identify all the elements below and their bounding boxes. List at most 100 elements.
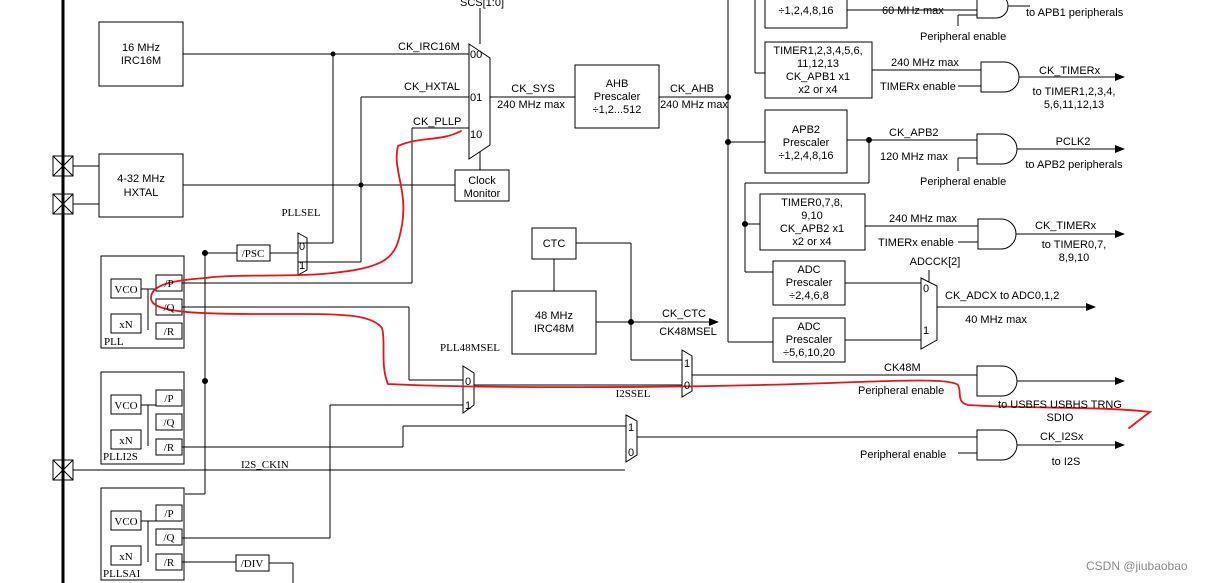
ck-ahb-max: 240 MHz max: [660, 99, 728, 111]
pll-p: /P: [164, 278, 173, 290]
clock-monitor-label-1: Clock: [468, 175, 496, 187]
psc-label: /PSC: [242, 248, 265, 260]
scs-in-00: 00: [470, 49, 482, 61]
pllsai-xn: xN: [119, 551, 133, 563]
apb1-prescaler-tail: ÷1,2,4,8,16: [779, 5, 834, 17]
adc2-label-2: Prescaler: [786, 334, 833, 346]
ctc-label: CTC: [543, 238, 566, 250]
usb-out-2: SDIO: [1047, 412, 1074, 424]
plli2s-q: /Q: [164, 417, 175, 429]
irc16m-label-2: IRC16M: [121, 55, 161, 67]
pllsel-in-1: 1: [299, 260, 305, 272]
irc16m-label-1: 16 MHz: [122, 42, 160, 54]
ck48msel-mux: [681, 349, 693, 398]
adcck-mux: [920, 277, 938, 350]
periph-enable-ck48m: Peripheral enable: [858, 385, 944, 397]
timerx-enable-2: TIMERx enable: [878, 237, 954, 249]
ck-i2sx: CK_I2Sx: [1040, 431, 1084, 443]
and-gate-i2s: [976, 429, 1018, 461]
timer-list-2a: to TIMER0,7,: [1042, 239, 1107, 251]
pllsai-vco: VCO: [114, 516, 137, 528]
pll-xn: xN: [119, 319, 133, 331]
adcck-label: ADCCK[2]: [910, 256, 961, 268]
watermark: CSDN @jiubaobao: [1086, 559, 1188, 573]
handwritten-annotation: [150, 130, 1153, 429]
i2s-out: to I2S: [1052, 456, 1081, 468]
ck48msel-in-0: 0: [684, 380, 690, 392]
adc-max: 40 MHz max: [965, 314, 1027, 326]
i2ssel-label: I2SSEL: [616, 388, 651, 400]
timerx-enable-1: TIMERx enable: [880, 81, 956, 93]
pclk2-label: PCLK2: [1056, 136, 1091, 148]
timer-apb2-block: [759, 193, 866, 251]
pll-block: [100, 255, 185, 349]
ck-sys-label: CK_SYS: [511, 83, 554, 95]
irc48m-label-1: 48 MHz: [535, 310, 573, 322]
ahb-label-2: Prescaler: [594, 91, 641, 103]
adcck-in-1: 1: [923, 325, 929, 337]
apb2-label-3: ÷1,2,4,8,16: [779, 150, 834, 162]
irc48m-label-2: IRC48M: [534, 323, 574, 335]
hxtal-label-1: 4-32 MHz: [117, 173, 165, 185]
timer-apb2-label-1: TIMER0,7,8,: [781, 197, 843, 209]
pllsai-r: /R: [164, 557, 175, 569]
pll48msel-mux: [462, 365, 475, 414]
ck48msel-in-1: 1: [684, 358, 690, 370]
pll-name: PLL: [104, 336, 124, 348]
ck-pllp-label: CK_PLLP: [413, 116, 461, 128]
clock-monitor-block: [454, 169, 510, 202]
pllsai-block: [100, 487, 185, 581]
apb2-max: 120 MHz max: [880, 151, 948, 163]
pll-r: /R: [164, 326, 175, 338]
ck-ahb-label: CK_AHB: [670, 83, 714, 95]
periph-enable-apb2: Peripheral enable: [920, 176, 1006, 188]
timer2-max: 240 MHz max: [889, 213, 957, 225]
adc2-label-3: ÷5,6,10,20: [783, 347, 835, 359]
plli2s-block: [100, 371, 185, 465]
apb2-label-2: Prescaler: [783, 137, 830, 149]
ck-adcx-label: CK_ADCX to ADC0,1,2: [945, 290, 1059, 302]
apb1-out-label: to APB1 peripherals: [1026, 7, 1124, 19]
timer-list-2b: 8,9,10: [1059, 252, 1090, 264]
pllsel-label: PLLSEL: [281, 207, 320, 219]
ck-timerx-2: CK_TIMERx: [1035, 220, 1097, 232]
pllsai-name: PLLSAI: [103, 568, 141, 580]
adc1-label-2: Prescaler: [786, 277, 833, 289]
pll-q: /Q: [164, 302, 175, 314]
timer-apb2-label-2: 9,10: [801, 210, 822, 222]
i2s-ckin-label: I2S_CKIN: [241, 459, 289, 471]
scs-label: SCS[1:0]: [460, 0, 504, 9]
and-gate-apb2: [976, 133, 1018, 165]
ck-apb2-label: CK_APB2: [889, 127, 939, 139]
periph-enable-i2s: Peripheral enable: [860, 449, 946, 461]
ahb-label-1: AHB: [606, 78, 629, 90]
timer-apb2-label-3: CK_APB2 x1: [780, 223, 844, 235]
div-label: /DIV: [241, 558, 264, 570]
pllsai-p: /P: [164, 508, 173, 520]
ck48msel-label: CK48MSEL: [659, 326, 716, 338]
apb1-max: 60 MHz max: [882, 5, 944, 17]
adc1-label-3: ÷2,4,6,8: [789, 290, 829, 302]
pll-vco: VCO: [114, 284, 137, 296]
i2s-ckin-pin: [52, 459, 74, 481]
and-gate-ck48m: [976, 365, 1018, 397]
pll48msel-label: PLL48MSEL: [440, 342, 500, 354]
ck-ctc-label: CK_CTC: [662, 308, 706, 320]
clock-monitor-label-2: Monitor: [464, 188, 501, 200]
pll48msel-in-0: 0: [465, 376, 471, 388]
ahb-label-3: ÷1,2...512: [593, 104, 642, 116]
plli2s-r: /R: [164, 442, 175, 454]
apb2-prescaler-block: [764, 109, 848, 174]
timer-apb1-label-2: 11,12,13: [797, 58, 839, 70]
usb-out-1: to USBFS USBHS TRNG: [998, 399, 1122, 411]
i2ssel-in-0: 0: [628, 447, 634, 459]
ck-timerx-1: CK_TIMERx: [1039, 65, 1101, 77]
plli2s-p: /P: [164, 393, 173, 405]
plli2s-vco: VCO: [114, 400, 137, 412]
i2ssel-mux: [625, 414, 638, 463]
ck-irc16m-label: CK_IRC16M: [398, 41, 460, 53]
irc16m-block: [98, 21, 184, 87]
scs-mux: [468, 43, 491, 160]
hxtal-block: [98, 153, 184, 218]
